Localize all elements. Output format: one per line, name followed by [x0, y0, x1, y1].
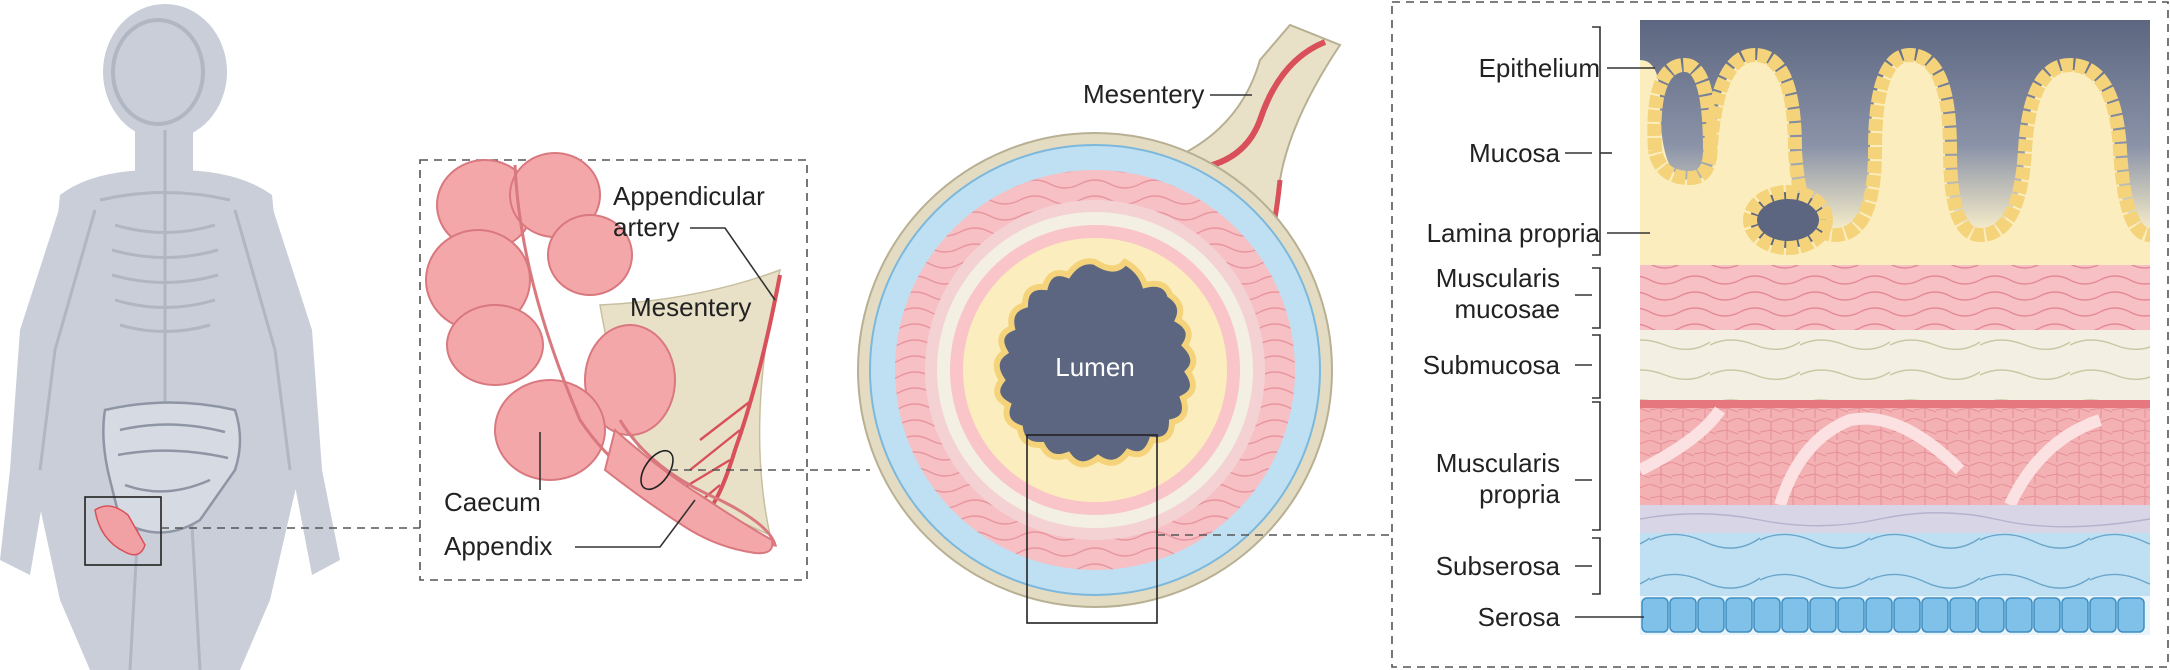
label-lumen: Lumen	[1055, 352, 1135, 382]
label-mesentery-left: Mesentery	[630, 292, 751, 322]
layers-panel-frame	[1391, 1, 2169, 668]
epithelium-villi	[1640, 20, 2150, 255]
zoom-box-body	[84, 496, 162, 566]
label-submucosa: Submucosa	[1423, 350, 1561, 380]
label-lamina-propria: Lamina propria	[1427, 218, 1601, 248]
appendix-cross-section	[857, 132, 1333, 608]
label-mucosa: Mucosa	[1469, 138, 1561, 168]
layer-brackets	[1592, 26, 1612, 595]
label-epithelium: Epithelium	[1479, 53, 1600, 83]
label-subserosa: Subserosa	[1436, 551, 1561, 581]
human-silhouette	[0, 4, 340, 670]
serosa-cells	[1641, 597, 2145, 633]
label-appendicular-artery-2: artery	[613, 212, 679, 242]
caecum-panel-frame	[419, 159, 808, 581]
label-appendix: Appendix	[444, 531, 552, 561]
label-muscularis-propria-2: propria	[1479, 479, 1560, 509]
label-muscularis-propria-1: Muscularis	[1436, 448, 1560, 478]
caecum-highlight	[94, 505, 146, 556]
appendix-section-marker	[640, 449, 674, 491]
lumen-shape	[993, 258, 1197, 468]
leader-appendicular-artery	[690, 227, 776, 301]
label-muscularis-mucosae-2: mucosae	[1455, 294, 1561, 324]
label-muscularis-mucosae-1: Muscularis	[1436, 263, 1560, 293]
appendix-organ	[603, 428, 774, 555]
layer-labels: Epithelium Mucosa Lamina propria Muscula…	[1423, 53, 1601, 632]
zoom-box-section	[1026, 434, 1158, 624]
colon-outline	[102, 401, 242, 534]
label-serosa: Serosa	[1478, 602, 1561, 632]
tissue-layers	[1640, 20, 2150, 635]
muscularis-propria-band	[1640, 400, 2150, 505]
leader-appendix	[575, 499, 696, 548]
label-mesentery-center: Mesentery	[1083, 79, 1204, 109]
label-appendicular-artery-1: Appendicular	[613, 181, 765, 211]
label-caecum: Caecum	[444, 487, 541, 517]
caecum-organ	[425, 152, 777, 547]
thin-layer-band	[1640, 505, 2150, 533]
layer-leaders	[1565, 67, 1655, 618]
